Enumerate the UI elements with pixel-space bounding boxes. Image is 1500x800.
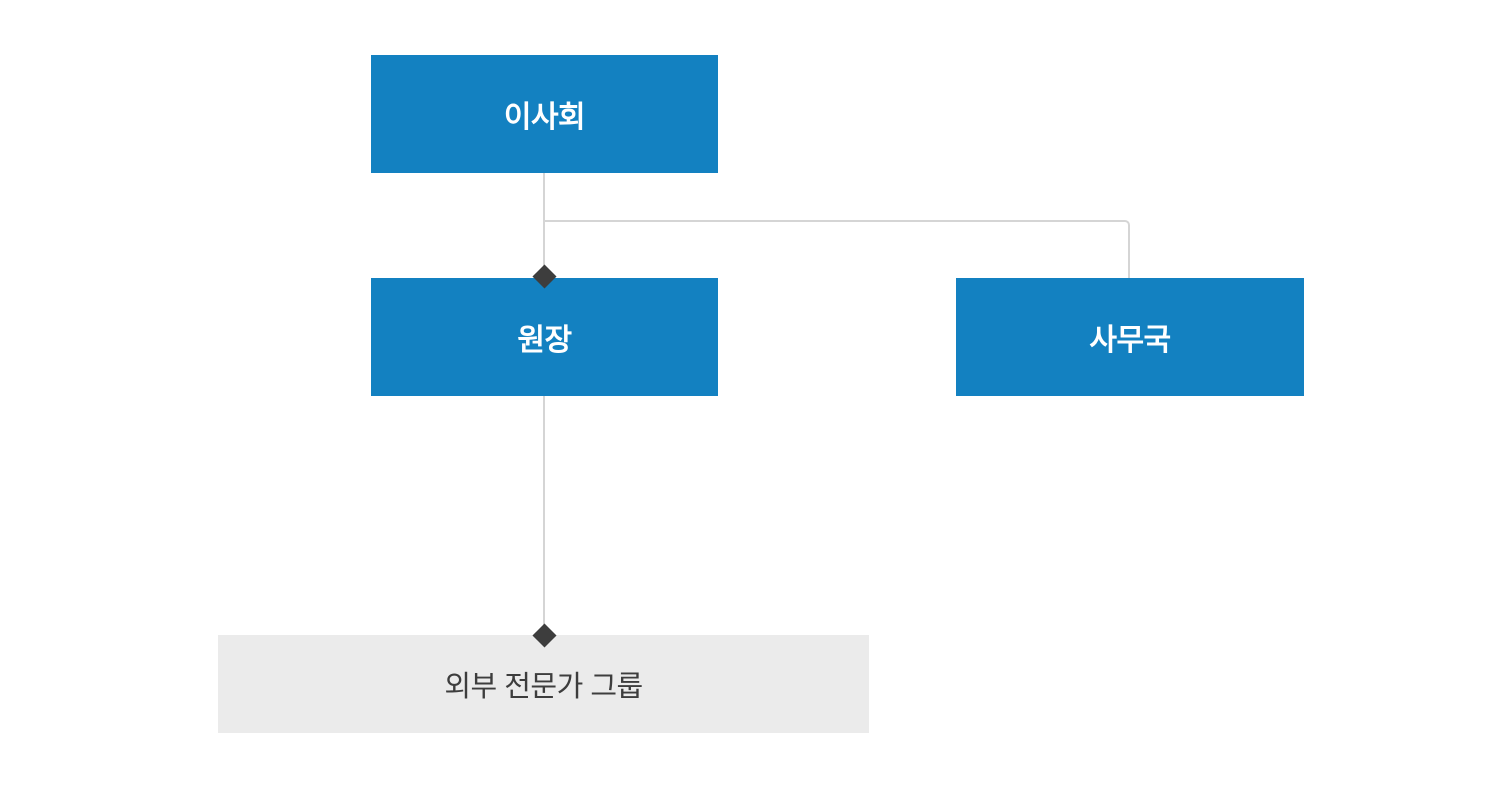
org-node-secretariat: 사무국: [956, 278, 1304, 396]
org-node-board-label: 이사회: [503, 101, 586, 134]
org-node-external-experts-label: 외부 전문가 그룹: [444, 671, 643, 703]
connector-board-director: [543, 173, 545, 277]
org-node-director: 원장: [371, 278, 718, 396]
org-node-director-label: 원장: [517, 324, 572, 357]
connector-board-secretariat: [544, 220, 1130, 280]
org-node-external-experts: 외부 전문가 그룹: [218, 635, 869, 733]
org-node-board: 이사회: [371, 55, 718, 173]
org-node-secretariat-label: 사무국: [1089, 324, 1171, 357]
connector-director-external: [543, 396, 545, 628]
